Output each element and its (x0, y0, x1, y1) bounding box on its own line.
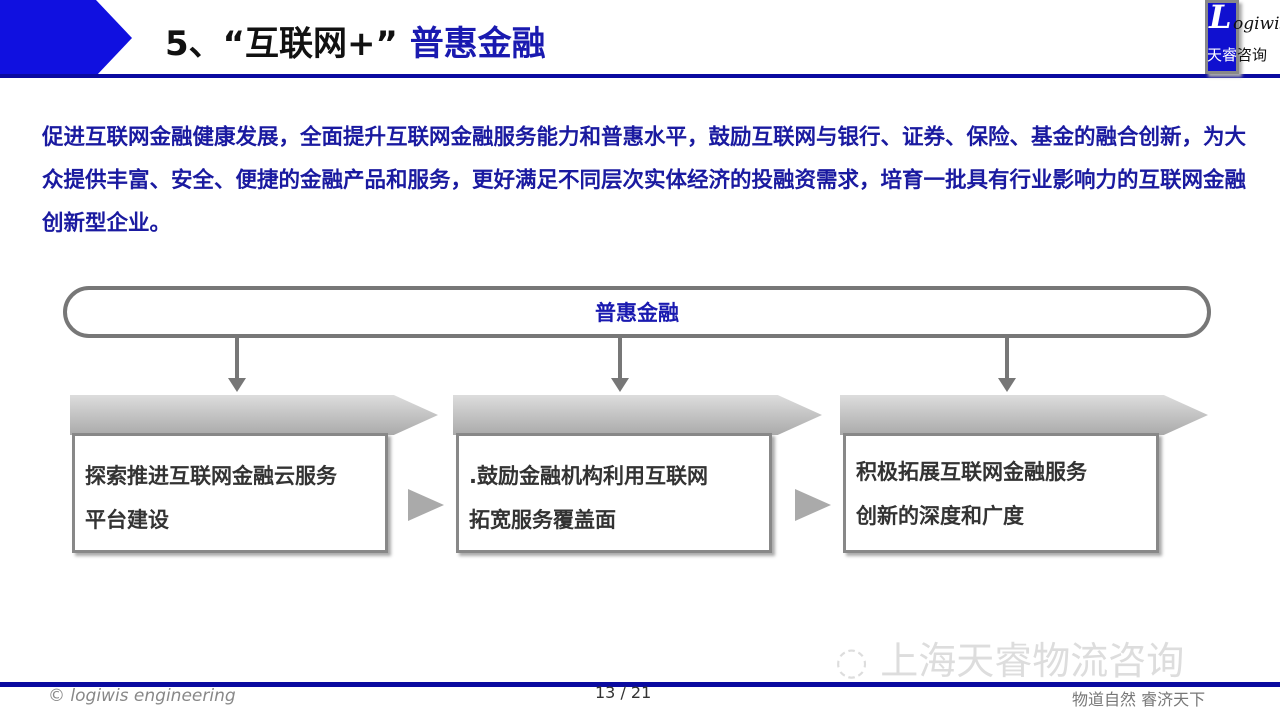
arrow-head-2 (611, 378, 629, 392)
footer-divider (0, 682, 1280, 687)
intro-paragraph: 促进互联网金融健康发展，全面提升互联网金融服务能力和普惠水平，鼓励互联网与银行、… (42, 125, 1247, 236)
copyright: © logiwis engineering (48, 686, 236, 706)
logo: Logiwis 天睿咨询 (1205, 0, 1280, 74)
page-number: 13 / 21 (595, 683, 652, 702)
item-box-2: .鼓励金融机构利用互联网拓宽服务覆盖面 (456, 433, 772, 553)
header-chevron (0, 0, 132, 76)
arrow-head-1 (228, 378, 246, 392)
title-prefix: 5、“互联网+” (165, 24, 398, 64)
slogan: 物道自然 睿济天下 (1072, 690, 1206, 709)
arrow-3 (1005, 334, 1009, 378)
item-box-3: 积极拓展互联网金融服务创新的深度和广度 (843, 433, 1159, 553)
arrow-2 (618, 334, 622, 378)
header-divider (0, 74, 1280, 78)
banner-3 (840, 395, 1208, 435)
watermark: ◌ 上海天睿物流咨询 (835, 639, 1185, 683)
page-title: 5、“互联网+” 普惠金融 (165, 16, 546, 65)
triangle-arrow-icon (408, 489, 444, 521)
triangle-arrow-icon (795, 489, 831, 521)
arrow-1 (235, 334, 239, 378)
root-node: 普惠金融 (63, 286, 1211, 338)
banner-1 (70, 395, 438, 435)
title-highlight: 普惠金融 (409, 24, 546, 64)
arrow-head-3 (998, 378, 1016, 392)
wechat-icon: ◌ (835, 639, 881, 683)
banner-2 (453, 395, 822, 435)
item-box-1: 探索推进互联网金融云服务平台建设 (72, 433, 388, 553)
